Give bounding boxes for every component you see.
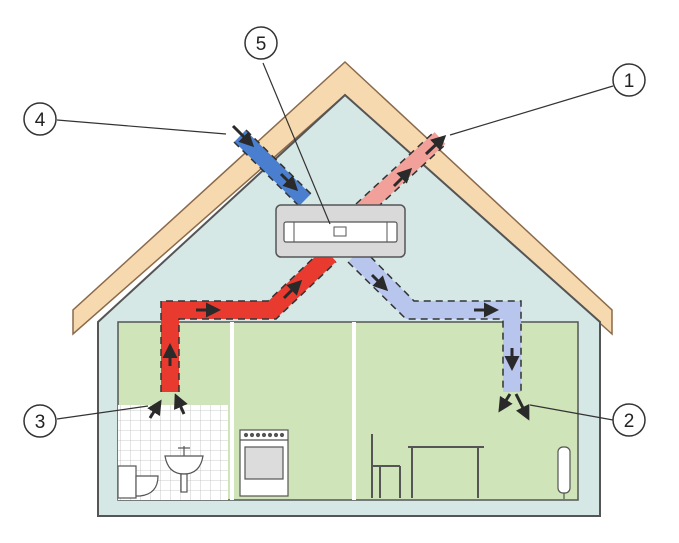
leader-lines	[56, 62, 614, 421]
callout-3: 3	[23, 404, 57, 438]
callout-2: 2	[612, 403, 646, 437]
flow-arrows	[147, 124, 530, 421]
callout-3-number: 3	[35, 412, 46, 433]
toilet	[117, 465, 159, 499]
callout-4: 4	[23, 102, 57, 136]
radiator	[557, 446, 571, 499]
sink	[164, 446, 204, 493]
heat-recovery-unit	[275, 204, 406, 258]
callout-5-number: 5	[256, 34, 267, 55]
callout-4-number: 4	[35, 110, 46, 131]
callout-5: 5	[244, 26, 278, 60]
stove	[239, 429, 289, 497]
callout-2-number: 2	[624, 411, 635, 432]
table	[408, 446, 484, 498]
callout-1-number: 1	[624, 71, 635, 92]
callout-1: 1	[612, 63, 646, 97]
chair	[371, 434, 401, 498]
